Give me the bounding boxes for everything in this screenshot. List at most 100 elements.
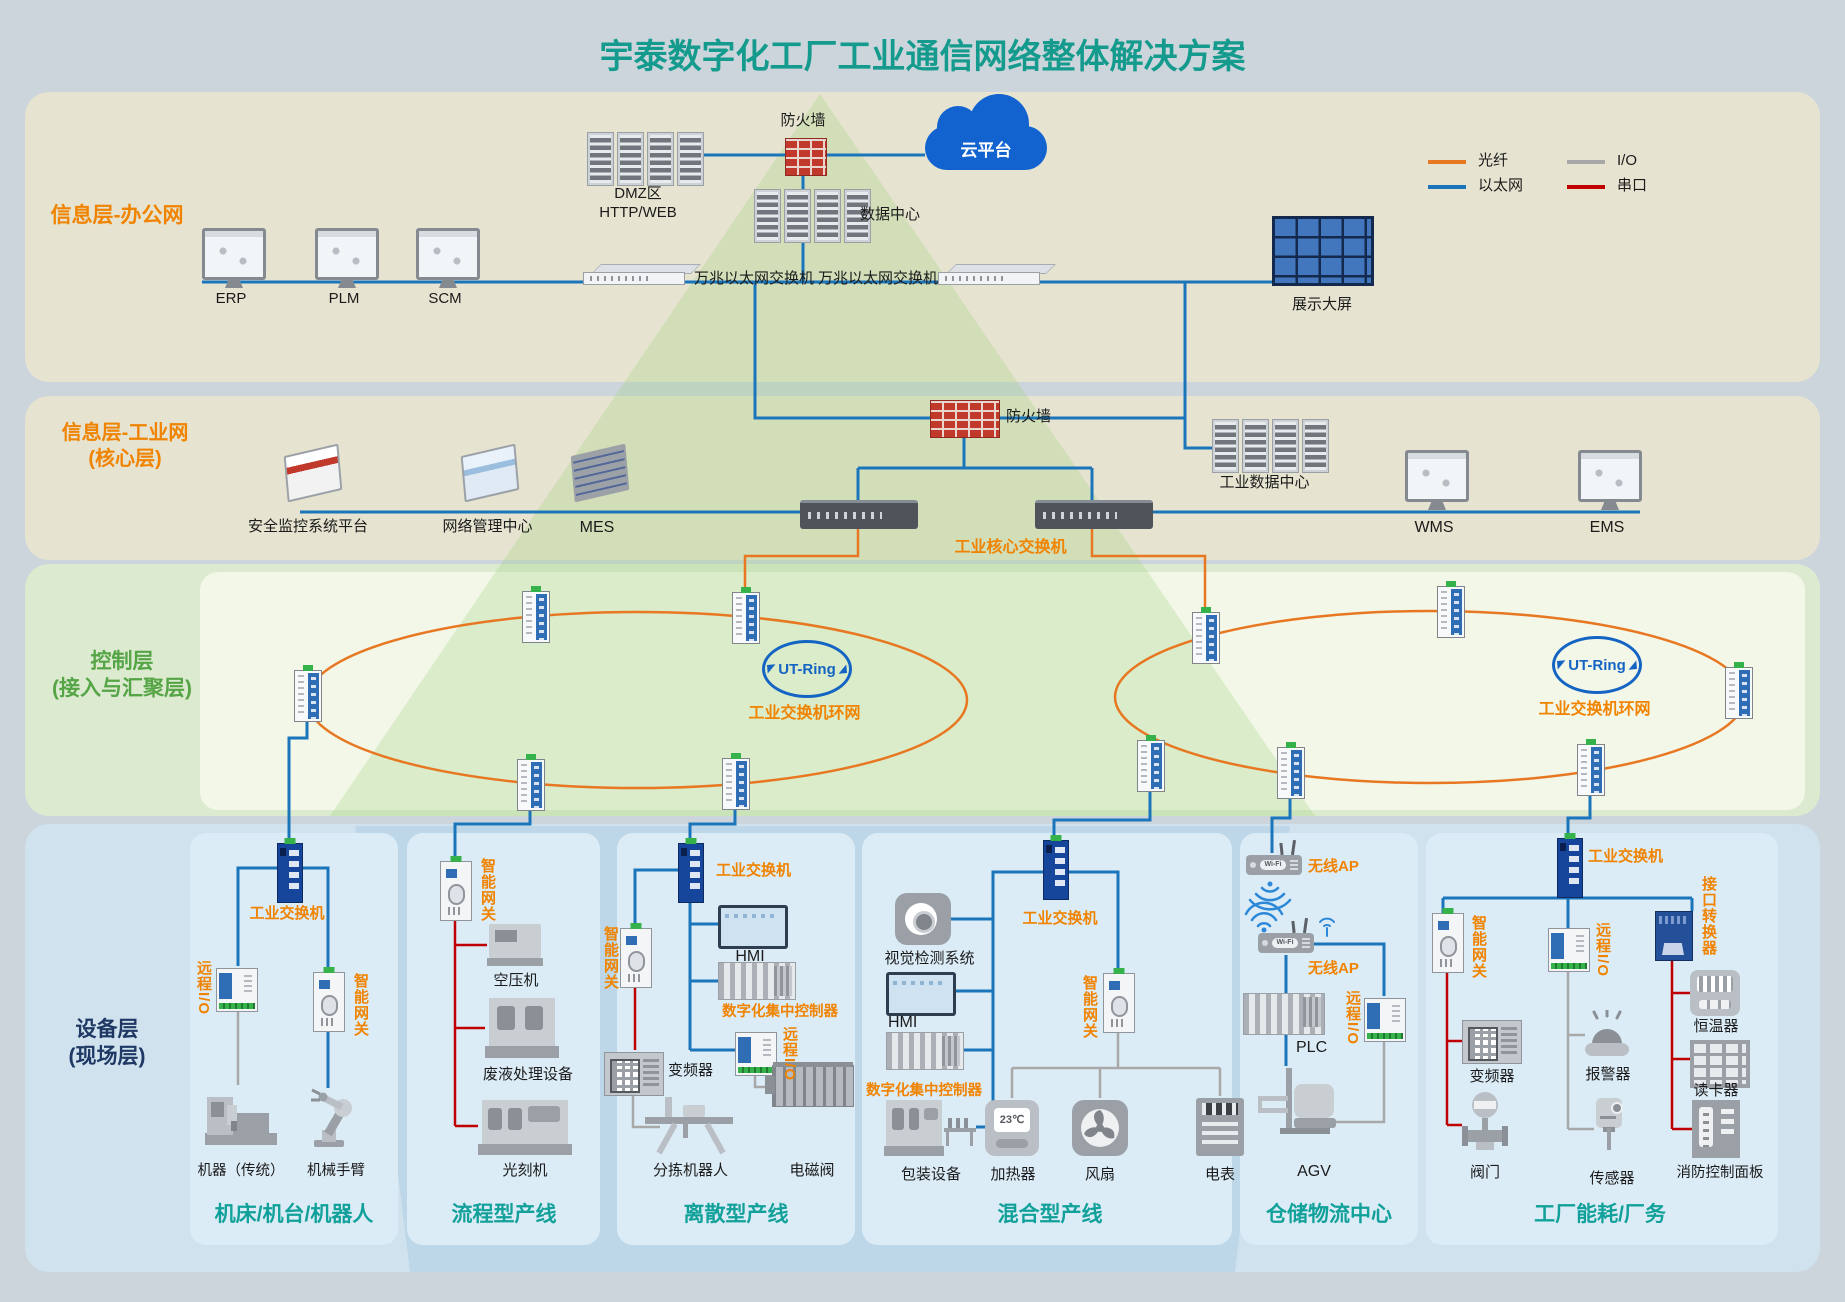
firewall2-label: 防火墙 <box>1006 408 1052 425</box>
facility-converter-label: 接口转换器 <box>1700 876 1717 956</box>
wireless-ap-icon: Wi-Fi <box>1258 933 1314 953</box>
ring-switch-icon <box>1192 612 1220 664</box>
hmi-icon <box>886 972 956 1016</box>
alarm-label: 报警器 <box>1585 1066 1631 1083</box>
firewall2-icon <box>930 400 1000 438</box>
display-wall-icon <box>1272 216 1374 286</box>
section-discrete-title: 离散型产线 <box>683 1203 789 1226</box>
converter-icon <box>1655 911 1693 961</box>
discrete-vfd-label: 变频器 <box>668 1062 714 1079</box>
facility-remote-io-label: 远程I/O <box>1594 922 1611 978</box>
machine-icon <box>203 1085 279 1149</box>
legend-fiber-label: 光纤 <box>1478 152 1509 169</box>
10g-switch-2-icon <box>938 264 1056 285</box>
industrial-switch-icon <box>678 843 704 903</box>
erp-monitor-icon <box>202 228 266 280</box>
hybrid-controller-label: 数字化集中控制器 <box>866 1083 982 1099</box>
cloud-platform-label: 云平台 <box>960 141 1012 160</box>
ring-switch-icon <box>732 592 760 644</box>
robot-arm-label: 机械手臂 <box>307 1163 365 1179</box>
sensor-icon <box>1594 1098 1624 1156</box>
ring-switch-icon <box>1725 667 1753 719</box>
legend-ethernet-line <box>1428 185 1466 189</box>
ring2-label: 工业交换机环网 <box>1538 701 1651 718</box>
layer-control-label: 控制层(接入与汇聚层) <box>52 650 192 701</box>
section-hybrid-title: 混合型产线 <box>997 1203 1103 1226</box>
ring-switch-icon <box>522 591 550 643</box>
industrial-switch-icon <box>1043 840 1069 900</box>
hmi-icon <box>718 905 788 949</box>
scm-label: SCM <box>428 290 462 307</box>
machine-label: 机器（传统） <box>197 1163 285 1179</box>
plc-icon <box>1243 993 1325 1035</box>
remote-io-icon <box>1364 998 1406 1042</box>
valve-label: 阀门 <box>1469 1164 1500 1181</box>
page-title: 宇泰数字化工厂工业通信网络整体解决方案 <box>599 38 1246 76</box>
display-wall-label: 展示大屏 <box>1291 296 1352 313</box>
agv-label: AGV <box>1297 1163 1331 1180</box>
compressor-icon <box>487 922 543 968</box>
ring-switch-icon <box>1577 744 1605 796</box>
dmz-server-racks-icon <box>587 132 704 186</box>
remote-io-icon <box>735 1032 777 1076</box>
firewall1-label: 防火墙 <box>780 112 826 129</box>
legend-serial-label: 串口 <box>1617 177 1648 194</box>
fan-label: 风扇 <box>1084 1166 1115 1183</box>
ring-switch-icon <box>722 758 750 810</box>
process-gateway-label: 智能网关 <box>479 858 496 922</box>
sensor-label: 传感器 <box>1589 1170 1635 1187</box>
fan-icon <box>1072 1100 1128 1156</box>
hybrid-hmi-label: HMI <box>888 1014 918 1031</box>
sorting-robot-icon <box>645 1095 733 1159</box>
robot-arm-icon <box>298 1088 362 1150</box>
warehouse-ap2-label: 无线AP <box>1308 960 1359 977</box>
10g-switch-1-label: 万兆以太网交换机 <box>694 270 815 287</box>
layer-office-box <box>25 92 1820 382</box>
section-machines-title: 机床/机台/机器人 <box>214 1203 374 1226</box>
remote-io-icon <box>1548 928 1590 972</box>
mes-label: MES <box>579 519 615 536</box>
legend-io-line <box>1567 160 1605 164</box>
alarm-icon <box>1585 1010 1629 1058</box>
packaging-label: 包装设备 <box>900 1166 961 1183</box>
gateway-icon <box>440 861 472 921</box>
waste-equipment-icon <box>485 998 559 1060</box>
discrete-gateway-label: 智能网关 <box>602 926 619 990</box>
ems-monitor-icon <box>1578 450 1642 502</box>
industrial-datacenter-racks-icon <box>1212 419 1329 473</box>
wms-label: WMS <box>1414 519 1454 536</box>
waste-equipment-label: 废液处理设备 <box>482 1066 573 1083</box>
remote-io-icon <box>216 968 258 1012</box>
legend-io-label: I/O <box>1617 152 1638 169</box>
core-switch-1-icon <box>800 500 918 529</box>
scm-monitor-icon <box>416 228 480 280</box>
discrete-remote-io-label: 远程I/O <box>781 1026 798 1082</box>
ems-label: EMS <box>1589 519 1625 536</box>
valve-icon <box>1462 1090 1508 1158</box>
legend-fiber-line <box>1428 160 1466 164</box>
warehouse-ap1-label: 无线AP <box>1308 858 1359 875</box>
fire-panel-icon <box>1692 1100 1740 1158</box>
industrial-datacenter-label: 工业数据中心 <box>1219 474 1310 491</box>
core-switch-label: 工业核心交换机 <box>954 539 1067 556</box>
datacenter-racks-icon <box>754 189 871 243</box>
heater-temp-label: 23℃ <box>994 1108 1030 1132</box>
sorting-robot-label: 分拣机器人 <box>652 1162 728 1179</box>
hybrid-gateway-label: 智能网关 <box>1081 975 1098 1039</box>
plm-label: PLM <box>328 290 360 307</box>
controller-icon <box>718 962 796 1000</box>
machines-remote-io-label: 远程I/O <box>195 960 212 1016</box>
ring-switch-icon <box>1277 747 1305 799</box>
network-center-label: 网络管理中心 <box>442 518 533 535</box>
plm-monitor-icon <box>315 228 379 280</box>
machines-switch-label: 工业交换机 <box>249 905 325 922</box>
vfd-icon <box>604 1052 664 1096</box>
packaging-icon <box>884 1098 978 1160</box>
security-platform-label: 安全监控系统平台 <box>247 518 368 535</box>
ring-switch-icon <box>1137 740 1165 792</box>
legend-serial-line <box>1567 185 1605 189</box>
facility-vfd-label: 变频器 <box>1469 1068 1515 1085</box>
industrial-switch-icon <box>1557 838 1583 898</box>
card-reader-icon <box>1690 1040 1750 1088</box>
